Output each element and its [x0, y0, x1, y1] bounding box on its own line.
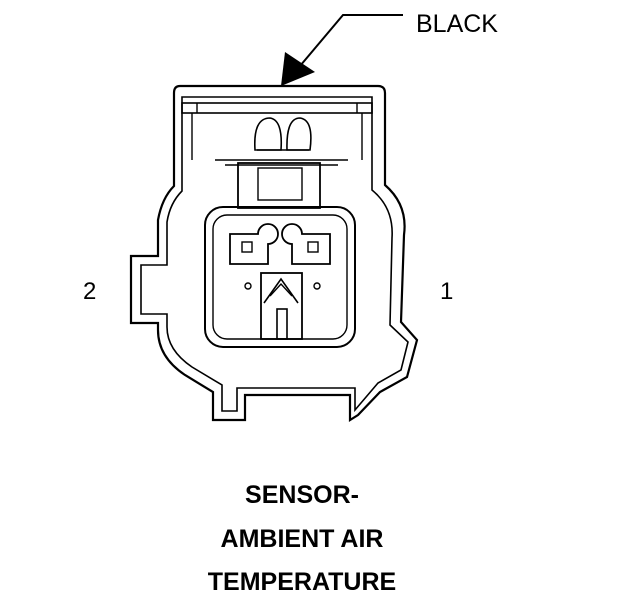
connector-housing-inner: [140, 96, 409, 413]
alignment-dot-right: [313, 282, 321, 290]
keying-feature: [260, 272, 303, 340]
component-title-line-2: AMBIENT AIR: [220, 525, 384, 553]
leader-arrow: [281, 14, 403, 86]
wire-color-label: BLACK: [416, 10, 498, 38]
connector-housing-outer: [129, 84, 419, 422]
pin-2-label: 2: [83, 278, 97, 305]
mating-face: [204, 206, 356, 348]
component-title-line-3: TEMPERATURE: [207, 568, 397, 596]
pin-1-label: 1: [440, 278, 454, 305]
alignment-dot-left: [244, 282, 252, 290]
terminal-cavity-pin-1: [281, 223, 331, 265]
component-title-line-1: SENSOR-: [245, 481, 359, 509]
terminal-cavity-pin-2: [229, 223, 279, 265]
locking-tab: [181, 102, 373, 209]
